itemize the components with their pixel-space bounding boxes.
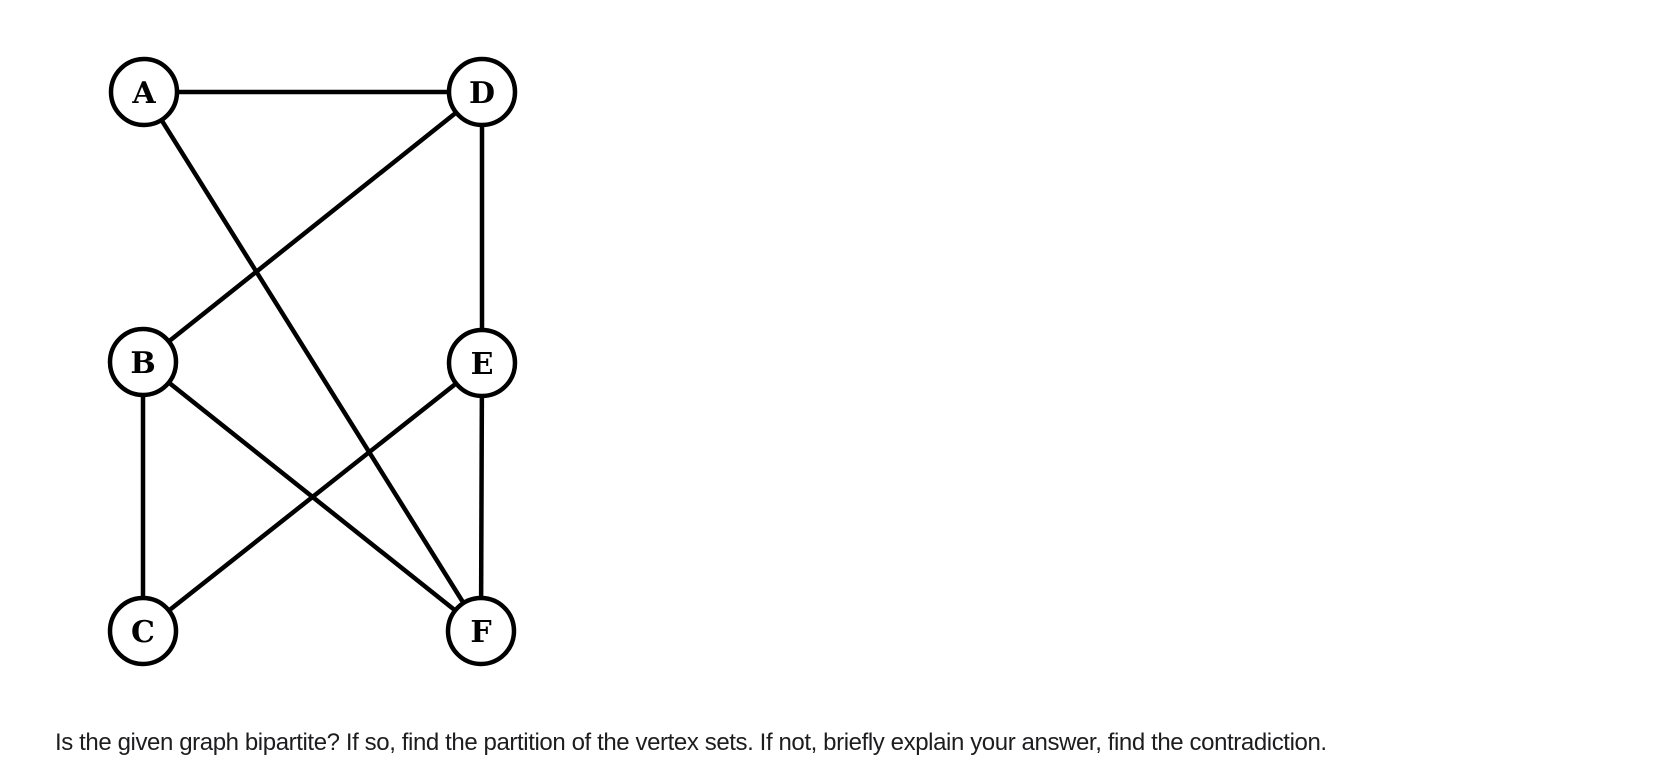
node-E-label: E (471, 347, 494, 382)
graph-node-F: F (445, 595, 517, 667)
node-C-label: C (131, 615, 155, 650)
graph-node-E: E (446, 327, 518, 399)
node-B-label: B (130, 346, 155, 381)
node-F-circle (445, 595, 517, 667)
node-D-label: D (469, 76, 495, 111)
edge-E-F (478, 362, 485, 632)
node-A-label: A (131, 76, 156, 111)
question-text: Is the given graph bipartite? If so, fin… (55, 729, 1327, 756)
node-E-circle (446, 327, 518, 399)
edge-C-E (141, 361, 484, 633)
graph-node-B: B (107, 326, 179, 398)
node-B-circle (107, 326, 179, 398)
node-F-label: F (470, 615, 491, 650)
edge-A-F (142, 90, 483, 633)
graph-node-D: D (446, 56, 518, 128)
node-A-circle (108, 56, 180, 128)
edge-B-D (141, 90, 484, 364)
node-C-circle (107, 595, 179, 667)
node-D-circle (446, 56, 518, 128)
graph-node-C: C (107, 595, 179, 667)
graph-node-A: A (108, 56, 180, 128)
graph-figure: A B C D E F (107, 56, 518, 667)
